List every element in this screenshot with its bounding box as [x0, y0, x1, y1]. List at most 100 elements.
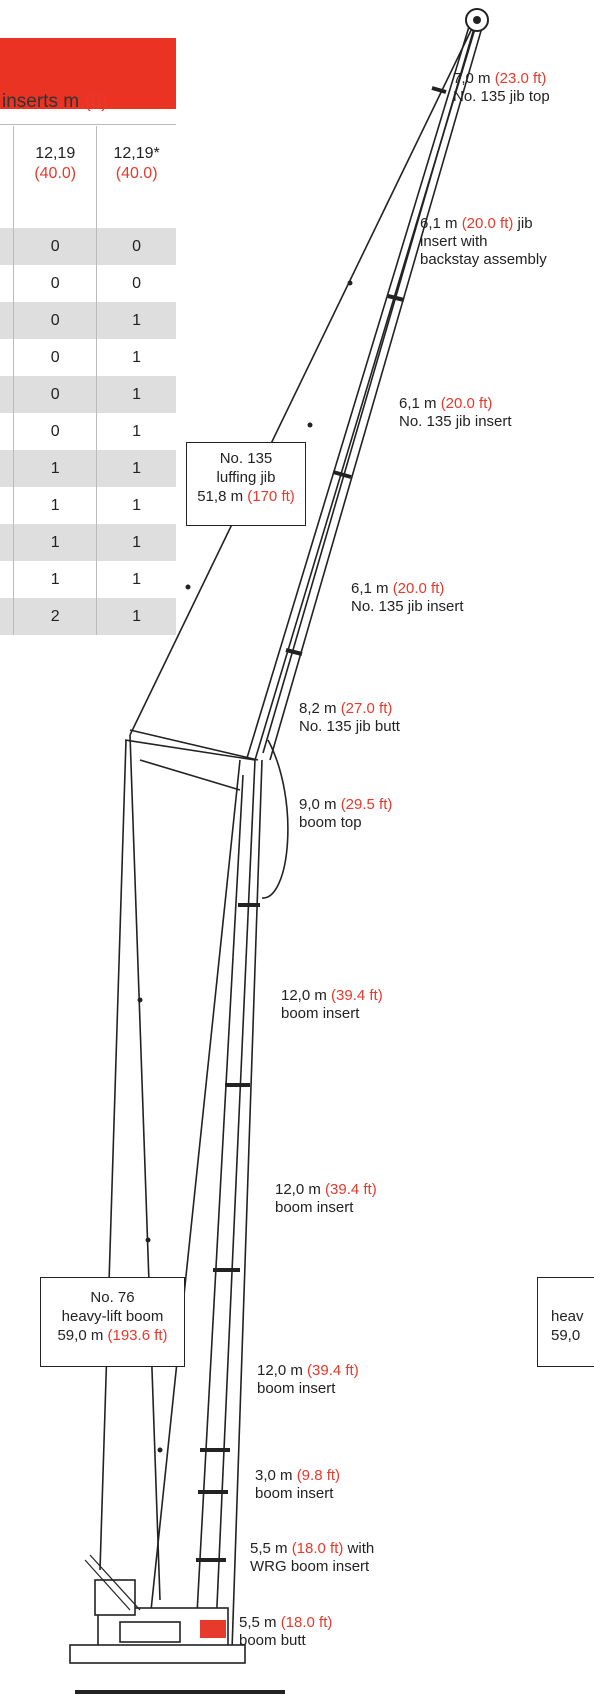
boom-insert-1-name: boom insert [281, 1005, 360, 1022]
table-cell-cut [0, 450, 15, 487]
heavy-lift-boom-box: No. 76 heavy-lift boom 59,0 m (193.6 ft) [40, 1277, 185, 1367]
table-cell: 0 [13, 413, 98, 450]
table-cell: 2 [13, 598, 98, 635]
label-jib-butt: 8,2 m (27.0 ft) No. 135 jib butt [299, 700, 400, 736]
label-boom-insert-3: 12,0 m (39.4 ft) boom insert [257, 1362, 359, 1398]
boom-insert-2-metric: 12,0 m [275, 1181, 321, 1198]
label-jib-top: 7,0 m (23.0 ft) No. 135 jib top [453, 70, 550, 106]
label-boom-insert-2: 12,0 m (39.4 ft) boom insert [275, 1181, 377, 1217]
table-cell: 1 [13, 524, 98, 561]
heavy-lift-metric: 59,0 m [57, 1327, 104, 1344]
table-cell-cut [0, 376, 15, 413]
table-cell: 0 [13, 376, 98, 413]
jib-top-metric: 7,0 m [453, 70, 491, 87]
table-cell: 0 [13, 302, 98, 339]
luffing-jib-box: No. 135 luffing jib 51,8 m (170 ft) [186, 442, 306, 526]
boom-insert-2-imperial: (39.4 ft) [325, 1181, 377, 1198]
table-cell: 1 [13, 450, 98, 487]
table-cell: 1 [132, 496, 142, 514]
header-cell-2: 12,19* (40.0) [97, 126, 176, 228]
jib-top-imperial: (23.0 ft) [494, 70, 547, 87]
jib-butt-metric: 8,2 m [299, 700, 337, 717]
header-cell-cut [0, 126, 15, 228]
wrg-metric: 5,5 m [250, 1540, 288, 1557]
boom-insert-1-metric: 12,0 m [281, 987, 327, 1004]
table-cell-cut [0, 561, 15, 598]
table-cell: 1 [96, 450, 176, 487]
table-cell: 1 [132, 348, 142, 366]
label-boom-butt: 5,5 m (18.0 ft) boom butt [239, 1614, 332, 1650]
table-cell-cut [0, 487, 15, 524]
table-header-bar [0, 38, 176, 109]
wrg-name: WRG boom insert [250, 1558, 370, 1575]
jib-insert-2-name: No. 135 jib insert [351, 598, 464, 615]
luffing-jib-line1: No. 135 [219, 450, 273, 467]
table-cell: 1 [96, 598, 176, 635]
table-header-row: 12,19 (40.0) 12,19* (40.0) [0, 126, 176, 228]
jib-insert-1-metric: 6,1 m [399, 395, 437, 412]
header-1-metric: 12,19 [35, 145, 76, 162]
jib-butt-imperial: (27.0 ft) [340, 700, 393, 717]
table-cell-cut [0, 265, 15, 302]
table-cell-cut [0, 302, 15, 339]
header-1-imperial: (40.0) [34, 165, 77, 182]
inserts-table-region [0, 38, 176, 109]
backstay-metric: 6,1 m [420, 215, 458, 232]
jib-insert-2-metric: 6,1 m [351, 580, 389, 597]
backstay-line2: insert with [420, 233, 488, 250]
header-2-imperial: (40.0) [115, 165, 158, 182]
table-cell-cut [0, 339, 15, 376]
backstay-line3: backstay assembly [420, 251, 547, 268]
jib-top-name: No. 135 jib top [453, 88, 550, 105]
table-subtitle: inserts m (ft) [0, 79, 176, 125]
label-wrg-insert: 5,5 m (18.0 ft) with WRG boom insert [250, 1540, 374, 1576]
label-jib-insert-2: 6,1 m (20.0 ft) No. 135 jib insert [351, 580, 464, 616]
boom-butt-imperial: (18.0 ft) [280, 1614, 333, 1631]
heavy-lift-line1: No. 76 [90, 1289, 135, 1306]
table-cell: 0 [13, 265, 98, 302]
table-cell: 1 [96, 524, 176, 561]
boom-insert-1-imperial: (39.4 ft) [331, 987, 383, 1004]
table-cell: 1 [132, 422, 142, 440]
label-boom-insert-1: 12,0 m (39.4 ft) boom insert [281, 987, 383, 1023]
heavy-lift-line2: heavy-lift boom [61, 1308, 164, 1325]
jib-insert-1-imperial: (20.0 ft) [440, 395, 493, 412]
heavy-lift-imperial: (193.6 ft) [107, 1327, 168, 1344]
label-jib-insert-1: 6,1 m (20.0 ft) No. 135 jib insert [399, 395, 512, 431]
table-cell-cut [0, 413, 15, 450]
table-cell-cut [0, 598, 15, 635]
luffing-jib-imperial: (170 ft) [247, 488, 295, 505]
boom-insert-3-metric: 12,0 m [257, 1362, 303, 1379]
boom-top-name: boom top [299, 814, 362, 831]
table-subtitle-unit: (ft) [84, 91, 108, 112]
heavy-lift-boom-box-right: heav 59,0 [537, 1277, 594, 1367]
boom-insert-3-imperial: (39.4 ft) [307, 1362, 359, 1379]
table-cell: 1 [96, 302, 176, 339]
boom-insert-4-metric: 3,0 m [255, 1467, 293, 1484]
heavy-lift-right-metric: 59,0 [551, 1327, 581, 1344]
heavy-lift-right-line1: heav [551, 1308, 584, 1325]
label-boom-insert-4: 3,0 m (9.8 ft) boom insert [255, 1467, 340, 1503]
table-cell-cut [0, 228, 15, 265]
wrg-suffix: with [347, 1540, 375, 1557]
label-boom-top: 9,0 m (29.5 ft) boom top [299, 796, 392, 832]
table-cell: 1 [13, 561, 98, 598]
jib-insert-1-name: No. 135 jib insert [399, 413, 512, 430]
header-cell-1: 12,19 (40.0) [13, 126, 98, 228]
wrg-imperial: (18.0 ft) [291, 1540, 344, 1557]
table-cell: 0 [96, 228, 176, 265]
table-cell: 0 [132, 274, 142, 292]
luffing-jib-metric: 51,8 m [197, 488, 244, 505]
table-cell-cut [0, 524, 15, 561]
table-cell: 0 [13, 339, 98, 376]
